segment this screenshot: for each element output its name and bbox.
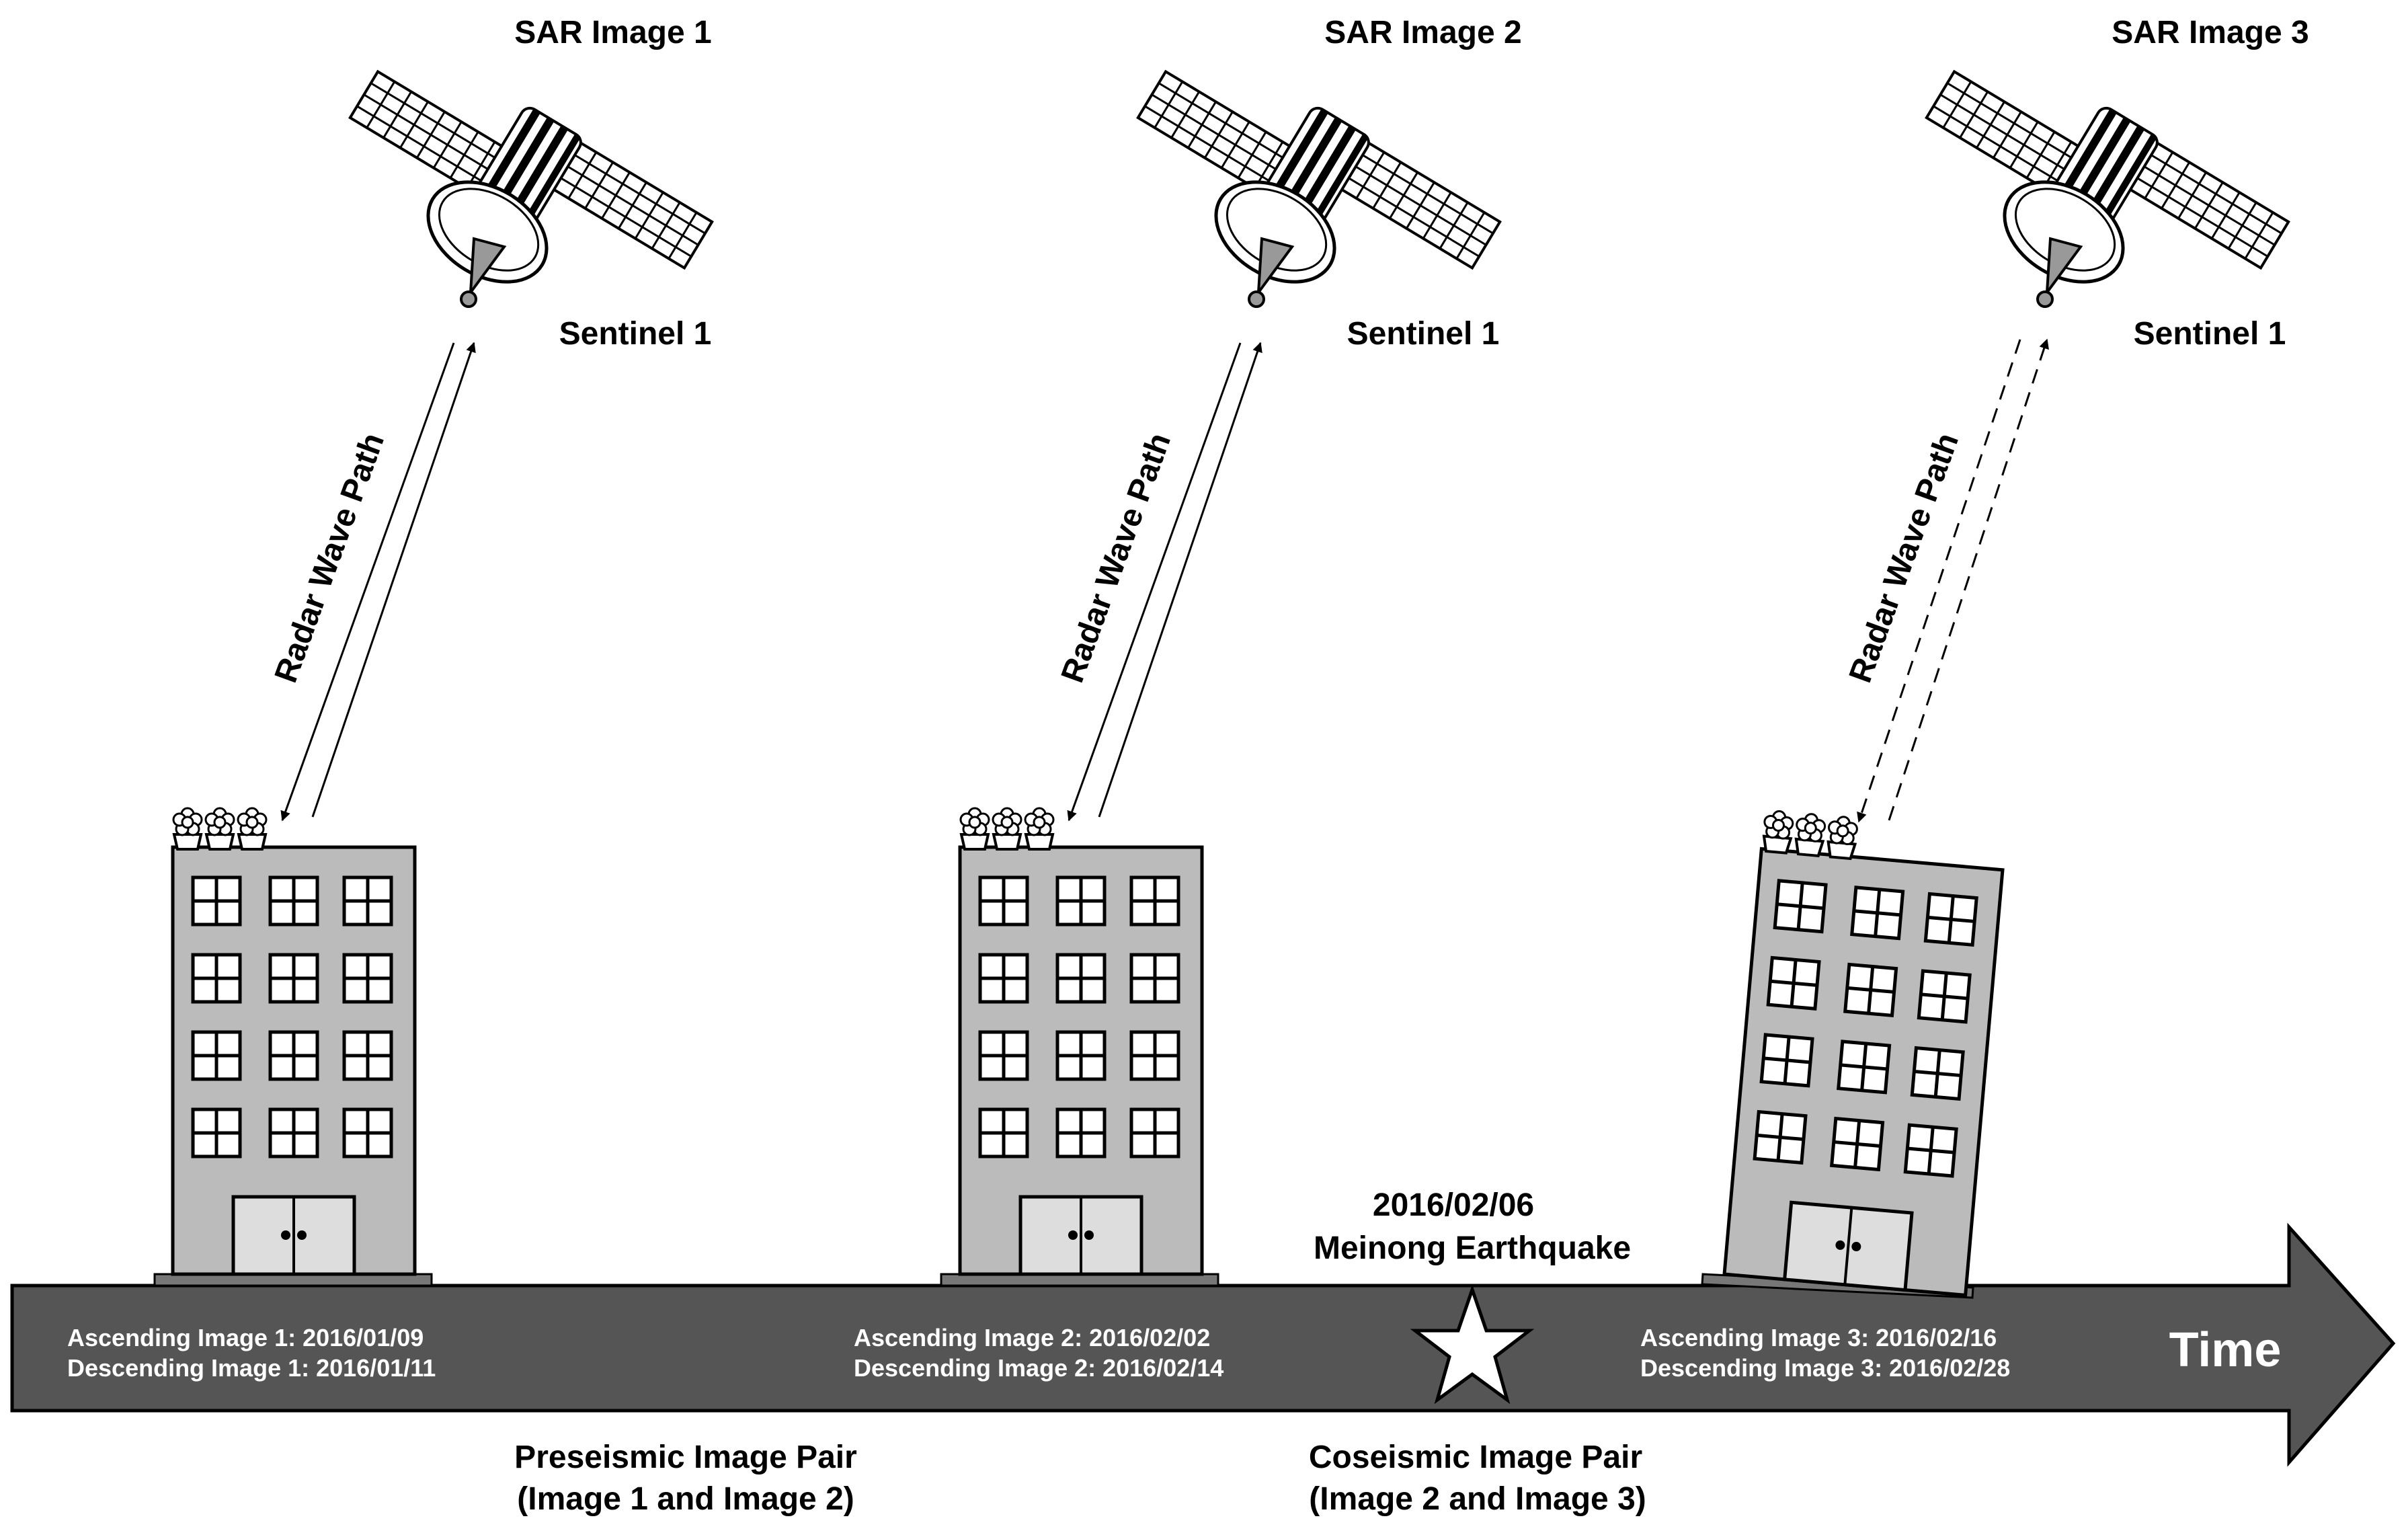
earthquake-date: 2016/02/06	[1373, 1187, 1534, 1223]
sar-image-title-1: SAR Image 1	[514, 15, 711, 50]
satellite-1	[350, 71, 712, 307]
radar-path-up-1	[311, 342, 476, 818]
building-base-1	[153, 1273, 433, 1287]
sar-image-title-3: SAR Image 3	[2112, 15, 2309, 50]
ascending-date-2: Ascending Image 2: 2016/02/02	[854, 1324, 1210, 1351]
radar-wave-label-1: Radar Wave Path	[268, 428, 391, 687]
radar-wave-label-2: Radar Wave Path	[1055, 428, 1178, 687]
coseismic-pair-title: Coseismic Image Pair	[1309, 1440, 1642, 1475]
descending-date-1: Descending Image 1: 2016/01/11	[67, 1354, 436, 1382]
coseismic-pair-subtitle: (Image 2 and Image 3)	[1309, 1481, 1646, 1517]
satellite-3	[1927, 71, 2288, 307]
descending-date-2: Descending Image 2: 2016/02/14	[854, 1354, 1223, 1382]
building-3-tilted	[1724, 810, 2006, 1296]
building-2	[960, 808, 1202, 1274]
building-base-2	[940, 1273, 1219, 1287]
satellite-label-1: Sentinel 1	[559, 316, 712, 352]
radar-path-up-3	[1888, 338, 2049, 821]
satellite-label-3: Sentinel 1	[2134, 316, 2286, 352]
radar-path-down-3	[1857, 339, 2021, 823]
descending-date-3: Descending Image 3: 2016/02/28	[1640, 1354, 2010, 1382]
preseismic-pair-title: Preseismic Image Pair	[514, 1440, 857, 1475]
sar-image-title-2: SAR Image 2	[1324, 15, 1521, 50]
radar-path-down-2	[1067, 342, 1242, 822]
earthquake-star-icon	[1410, 1284, 1535, 1405]
radar-path-up-2	[1098, 342, 1262, 818]
ascending-date-3: Ascending Image 3: 2016/02/16	[1640, 1324, 1997, 1351]
satellite-label-2: Sentinel 1	[1347, 316, 1500, 352]
earthquake-name: Meinong Earthquake	[1314, 1230, 1631, 1266]
ascending-date-1: Ascending Image 1: 2016/01/09	[67, 1324, 424, 1351]
radar-path-down-1	[280, 342, 455, 822]
timeline-label: Time	[2169, 1323, 2282, 1377]
satellite-2	[1138, 71, 1500, 307]
building-1	[173, 808, 415, 1274]
preseismic-pair-subtitle: (Image 1 and Image 2)	[517, 1481, 854, 1517]
